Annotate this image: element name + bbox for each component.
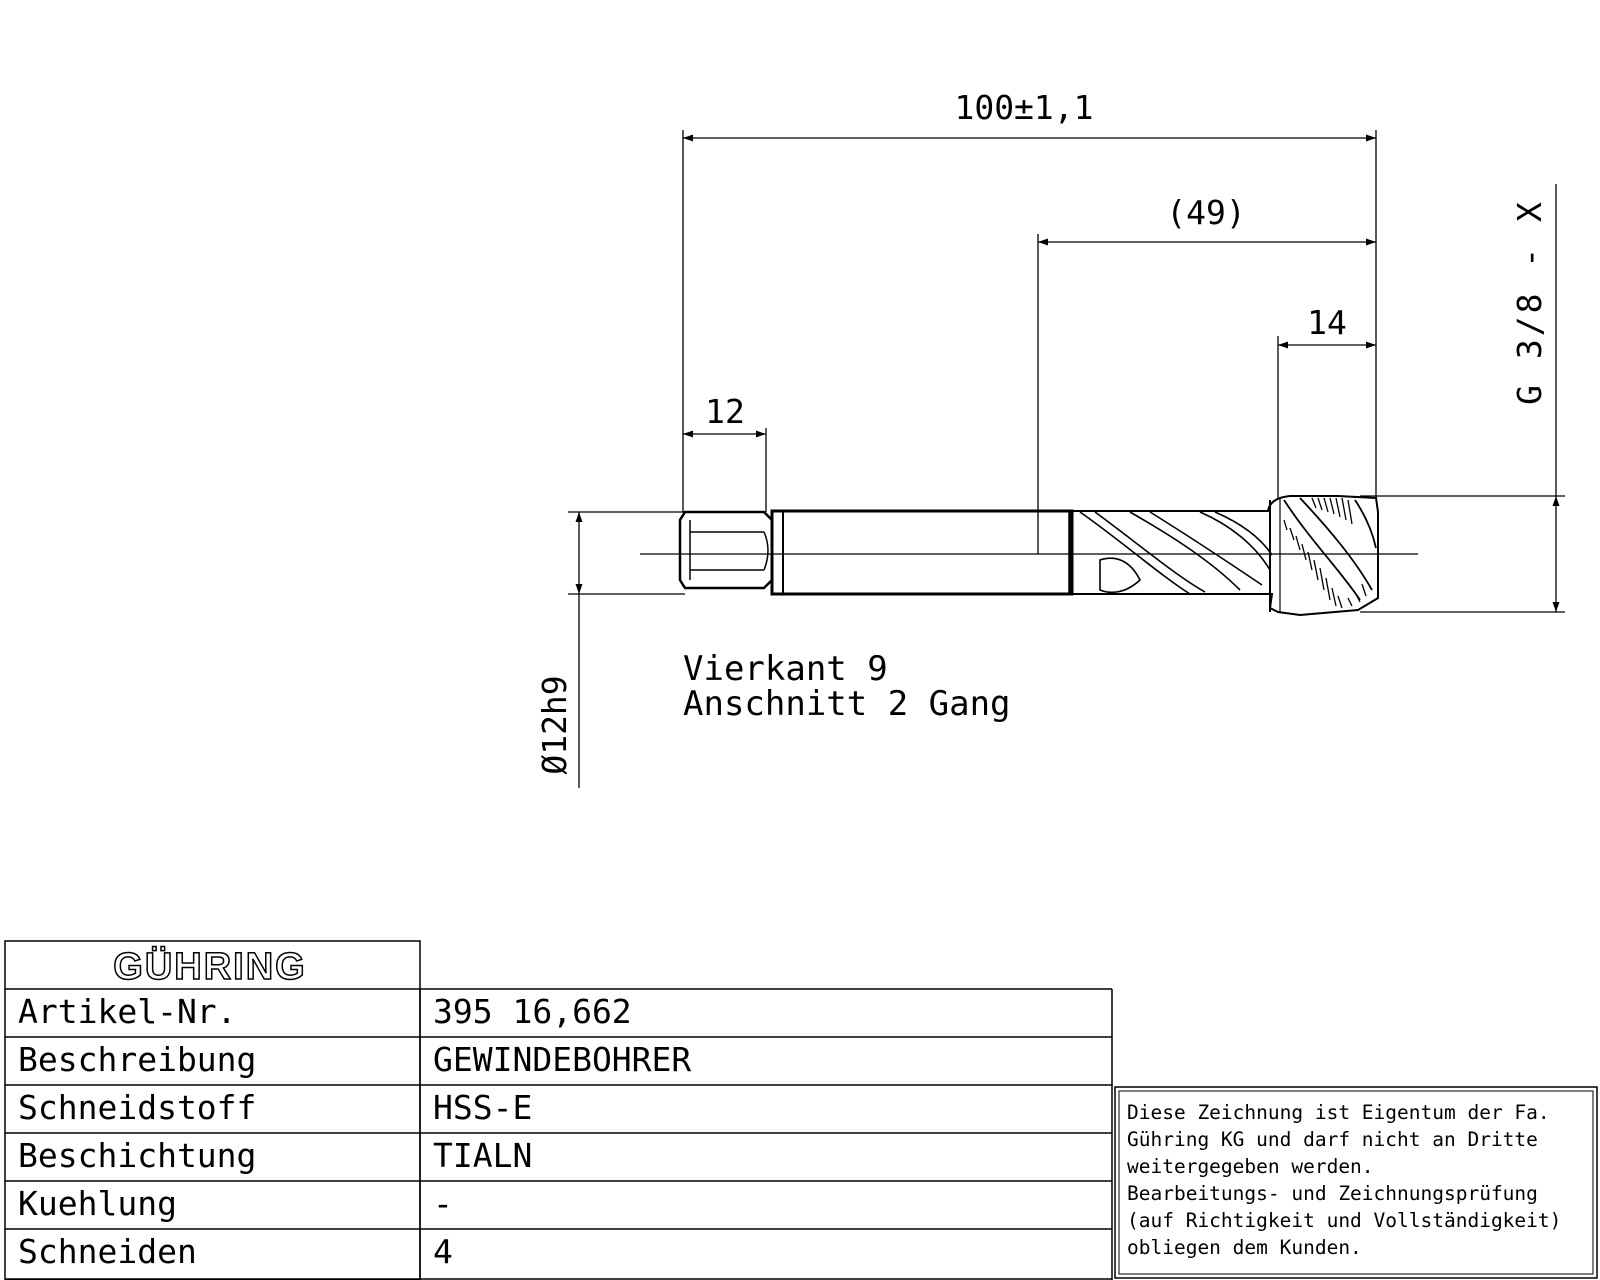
- value-kuehlung: -: [433, 1184, 453, 1223]
- label-beschreibung: Beschreibung: [18, 1040, 257, 1079]
- notice-line: (auf Richtigkeit und Vollständigkeit): [1127, 1209, 1562, 1232]
- value-schneidstoff: HSS-E: [433, 1088, 533, 1127]
- brand-logo: GÜHRING: [113, 945, 306, 988]
- note-square-drive: Vierkant 9: [683, 649, 888, 689]
- value-beschichtung: TIALN: [433, 1136, 533, 1175]
- dimension-lines: [568, 130, 1565, 788]
- shank: [770, 509, 1074, 596]
- label-artikel-nr: Artikel-Nr.: [18, 992, 237, 1031]
- thread-size-label: G 3/8 - X: [1510, 199, 1549, 405]
- notice-line: Diese Zeichnung ist Eigentum der Fa.: [1127, 1101, 1550, 1124]
- value-beschreibung: GEWINDEBOHRER: [433, 1040, 692, 1079]
- drawing-notes: Vierkant 9 Anschnitt 2 Gang: [683, 649, 1011, 724]
- tap-tool-outline: [678, 495, 1379, 617]
- ownership-notice: Diese Zeichnung ist Eigentum der Fa. Güh…: [1127, 1099, 1597, 1261]
- overall-length-label: 100±1,1: [954, 88, 1093, 127]
- label-kuehlung: Kuehlung: [18, 1184, 177, 1223]
- square-drive: [678, 510, 774, 590]
- shank-diameter-label: Ø12h9: [535, 675, 574, 774]
- label-schneidstoff: Schneidstoff: [18, 1088, 257, 1127]
- thread-hatch: [1283, 497, 1367, 609]
- flute-body: [1072, 495, 1379, 617]
- value-artikel-nr: 395 16,662: [433, 992, 632, 1031]
- notice-line: obliegen dem Kunden.: [1127, 1236, 1362, 1259]
- value-schneiden: 4: [433, 1232, 453, 1271]
- notice-line: Gühring KG und darf nicht an Dritte: [1127, 1128, 1538, 1151]
- thread-section-label: (49): [1166, 193, 1245, 232]
- dimension-labels: 100±1,1 (49) 14 12 Ø12h9 G 3/8 - X: [535, 88, 1549, 775]
- notice-line: weitergegeben werden.: [1127, 1155, 1374, 1178]
- chamfer-length-label: 14: [1307, 303, 1347, 342]
- label-schneiden: Schneiden: [18, 1232, 197, 1271]
- label-beschichtung: Beschichtung: [18, 1136, 257, 1175]
- title-block: [4, 940, 1598, 1280]
- flute-lines: [1079, 511, 1273, 595]
- note-chamfer: Anschnitt 2 Gang: [683, 684, 1011, 724]
- notice-line: Bearbeitungs- und Zeichnungsprüfung: [1127, 1182, 1538, 1205]
- square-length-label: 12: [705, 392, 745, 431]
